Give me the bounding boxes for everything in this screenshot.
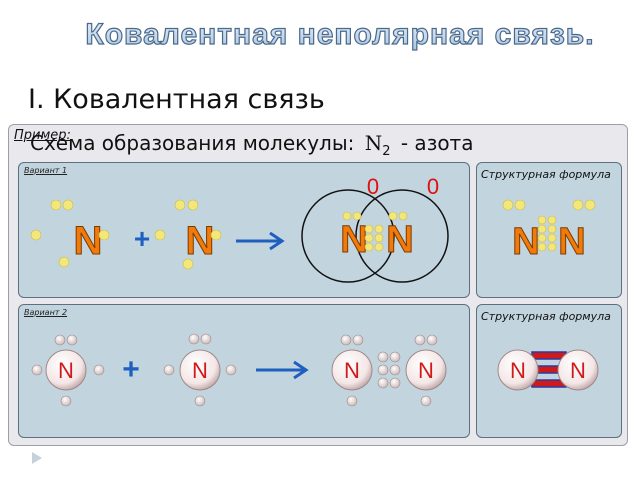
v2-molecule-atom-right: N [418, 358, 434, 383]
variant1-diagram: N + N 0 0 N N [30, 174, 449, 283]
v1-molecule-atom-right: N [386, 219, 413, 261]
electron [154, 229, 166, 241]
variant2-diagram: N + N N N [31, 333, 447, 407]
electron [58, 256, 70, 268]
v2-molecule: N N [331, 334, 447, 407]
v2-reaction-arrow [256, 360, 309, 380]
s1-atom-right: N [558, 221, 585, 263]
electron [98, 229, 110, 241]
variant1-label: Вариант 1 [24, 166, 68, 175]
v2-atom-right-symbol: N [192, 358, 208, 383]
v2-atom-left: N [31, 334, 105, 407]
structure1-label: Структурная формула [481, 168, 611, 181]
variant1-panel [18, 162, 470, 298]
v1-orbital-left [301, 189, 395, 283]
nav-next-icon[interactable] [30, 450, 44, 466]
formula-symbol: N [364, 131, 383, 155]
structure2-label: Структурная формула [481, 310, 611, 323]
formula-subscript: 2 [382, 144, 391, 159]
v2-plus-sign: + [122, 353, 140, 386]
banner-title-text: Ковалентная неполярная связь. [85, 18, 594, 51]
electron [187, 199, 199, 211]
structure2-diagram: N N [497, 349, 599, 391]
v1-charge-left: 0 [367, 174, 379, 199]
v1-plus-sign: + [134, 223, 150, 254]
v1-shared-electrons [342, 211, 408, 252]
s1-atom-left: N [512, 221, 539, 263]
structure1-diagram: N N [502, 199, 596, 264]
v1-atom-right: N [154, 199, 222, 270]
v1-reaction-arrow [236, 231, 285, 251]
v2-atom-left-symbol: N [58, 358, 74, 383]
electron [50, 199, 62, 211]
s2-atom-right: N [570, 358, 586, 383]
v2-atom-right: N [163, 333, 237, 407]
v1-atom-left: N [30, 199, 110, 268]
v1-atom-right-symbol: N [186, 219, 215, 263]
v1-orbital-right [355, 189, 449, 283]
banner-title: Ковалентная неполярная связь. [85, 17, 594, 51]
electron [30, 229, 42, 241]
v1-molecule-atom-left: N [340, 219, 367, 261]
v1-charge-right: 0 [427, 174, 439, 199]
s2-atom-left: N [510, 358, 526, 383]
v1-atom-left-symbol: N [74, 219, 103, 263]
schema-text: Схема образования молекулы: [30, 131, 355, 155]
formula-suffix: - азота [400, 131, 474, 155]
s2-atom-right-ball [557, 349, 599, 391]
section-heading: I. Ковалентная связь [28, 84, 325, 115]
electron [174, 199, 186, 211]
s2-atom-left-ball [497, 349, 539, 391]
variant2-label: Вариант 2 [24, 308, 68, 317]
electron [182, 258, 194, 270]
example-label: Пример: [14, 128, 71, 143]
s1-electrons [502, 199, 596, 252]
electron [62, 199, 74, 211]
electron [210, 229, 222, 241]
v2-molecule-atom-left: N [344, 358, 360, 383]
schema-caption: Схема образования молекулы: N2 - азота [30, 131, 473, 159]
